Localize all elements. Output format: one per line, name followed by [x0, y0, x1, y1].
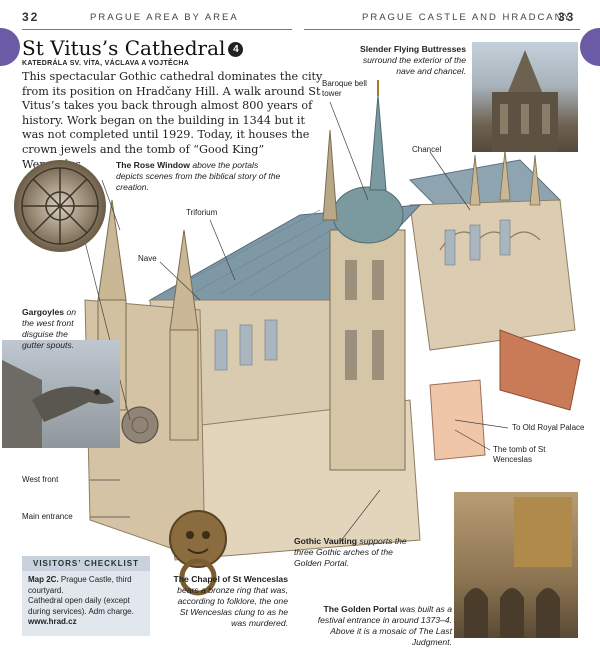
label-chancel: Chancel [412, 145, 442, 154]
label-old-royal-palace: To Old Royal Palace [512, 423, 585, 432]
caption-chapel-st-wenceslas: The Chapel of St Wenceslas bears a bronz… [173, 574, 288, 628]
header-rule-right [304, 29, 580, 30]
bronze-ring-art [169, 510, 227, 596]
right-page-number: 33 [558, 10, 576, 24]
left-page-number: 32 [22, 10, 40, 24]
checklist-address: Prague Castle, third courtyard. [28, 575, 132, 595]
flying-buttresses-photo [472, 42, 578, 152]
bronze-ring-photo [160, 505, 236, 597]
right-section-title: PRAGUE CASTLE AND HRADCANY [362, 12, 572, 23]
label-triforium: Triforium [186, 208, 218, 217]
right-thumb-tab [580, 28, 600, 66]
page-subtitle: KATEDRÁLA SV. VÍTA, VÁCLAVA A VOJTĚCHA [22, 60, 190, 67]
caption-gothic-vaulting: Gothic Vaulting supports the three Gothi… [294, 536, 407, 568]
gargoyle-art [2, 360, 114, 448]
caption-rose-window: The Rose Window above the portals depict… [116, 160, 281, 192]
entry-number-badge: 4 [228, 42, 244, 57]
gargoyle-photo [2, 340, 120, 448]
buttresses-photo-art [492, 50, 558, 152]
checklist-hours: Cathedral open daily (except during serv… [28, 596, 134, 616]
caption-golden-portal: The Golden Portal was built as a festiva… [317, 604, 452, 647]
checklist-map: Map 2C. [28, 575, 59, 584]
header-rule-left [22, 29, 292, 30]
checklist-body: Map 2C. Prague Castle, third courtyard. … [22, 571, 150, 632]
rose-window-photo [14, 160, 106, 252]
label-nave: Nave [138, 254, 157, 263]
checklist-heading: VISITORS’ CHECKLIST [22, 556, 150, 571]
intro-text: This spectacular Gothic cathedral domina… [22, 70, 323, 171]
checklist-website-link[interactable]: www.hrad.cz [28, 617, 77, 626]
label-tomb-st-wenceslas: The tomb of St Wenceslas [493, 445, 546, 464]
golden-portal-photo [454, 492, 578, 638]
left-thumb-tab [0, 28, 20, 66]
label-main-entrance: Main entrance [22, 512, 73, 521]
left-section-title: PRAGUE AREA BY AREA [90, 12, 239, 23]
caption-gargoyles: Gargoyles on the west front disguise the… [22, 307, 76, 350]
label-west-front: West front [22, 475, 59, 484]
golden-portal-art [464, 497, 572, 638]
label-bell-tower: Baroque bell tower [322, 79, 367, 98]
visitors-checklist: VISITORS’ CHECKLIST Map 2C. Prague Castl… [22, 556, 150, 636]
rose-window-art [21, 167, 99, 245]
